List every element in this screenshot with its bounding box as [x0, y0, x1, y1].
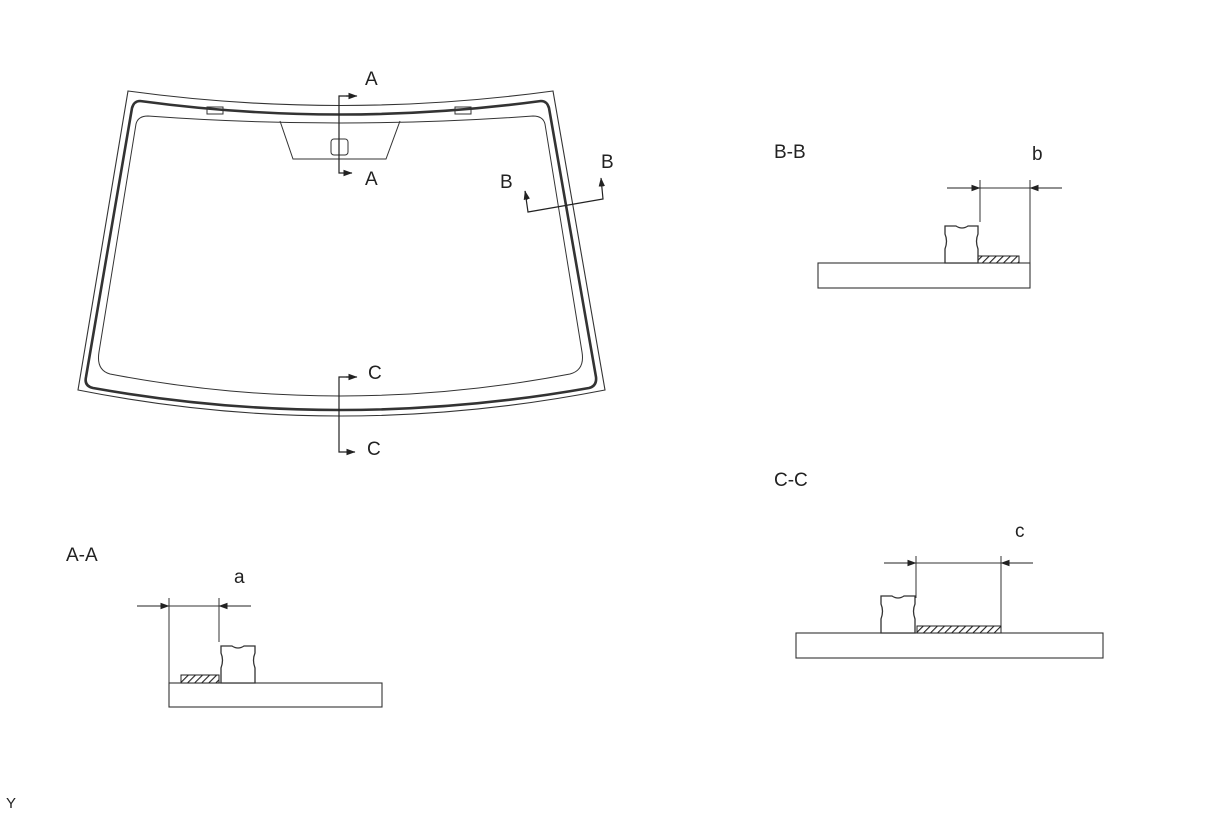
- section-cc-view: C-C c: [774, 470, 1104, 659]
- mirror-mount-area: [279, 120, 401, 160]
- section-c-bottom-label: C: [367, 439, 381, 460]
- body-panel-bb: [817, 262, 1031, 289]
- dimension-a-label: a: [234, 567, 245, 588]
- section-bb-view: B-B b: [774, 142, 1062, 289]
- clip-left: [206, 106, 224, 115]
- glass-outer-edge: [77, 90, 606, 417]
- section-b-left-label: B: [500, 172, 513, 193]
- primer-aa: [180, 674, 220, 684]
- section-aa-title: A-A: [66, 545, 98, 566]
- adhesive-dam-aa: [220, 645, 256, 684]
- cut-line-a: [338, 95, 353, 177]
- section-cc-title: C-C: [774, 470, 808, 491]
- clip-right: [454, 106, 472, 115]
- primer-bb: [977, 255, 1020, 264]
- dimension-b-label: b: [1032, 144, 1043, 165]
- adhesive-bead: [84, 99, 598, 412]
- glass-inner-line: [98, 115, 583, 397]
- windshield-overview: [77, 90, 606, 456]
- section-c-top-label: C: [368, 363, 382, 384]
- adhesive-dam-cc: [880, 595, 916, 634]
- section-a-top-label: A: [365, 69, 378, 90]
- body-panel-cc: [795, 632, 1104, 659]
- cut-arrow-b-left: [523, 190, 530, 201]
- primer-cc: [916, 625, 1002, 634]
- section-aa-view: A-A a: [66, 545, 383, 708]
- adhesive-dam-bb: [944, 225, 979, 264]
- dimension-c-label: c: [1015, 521, 1025, 542]
- section-bb-title: B-B: [774, 142, 806, 163]
- cut-line-b: [524, 177, 605, 213]
- body-panel-aa: [168, 682, 383, 708]
- section-b-right-label: B: [601, 152, 614, 173]
- section-a-bottom-label: A: [365, 169, 378, 190]
- figure-code: Y: [6, 795, 16, 812]
- cut-line-c: [338, 376, 356, 456]
